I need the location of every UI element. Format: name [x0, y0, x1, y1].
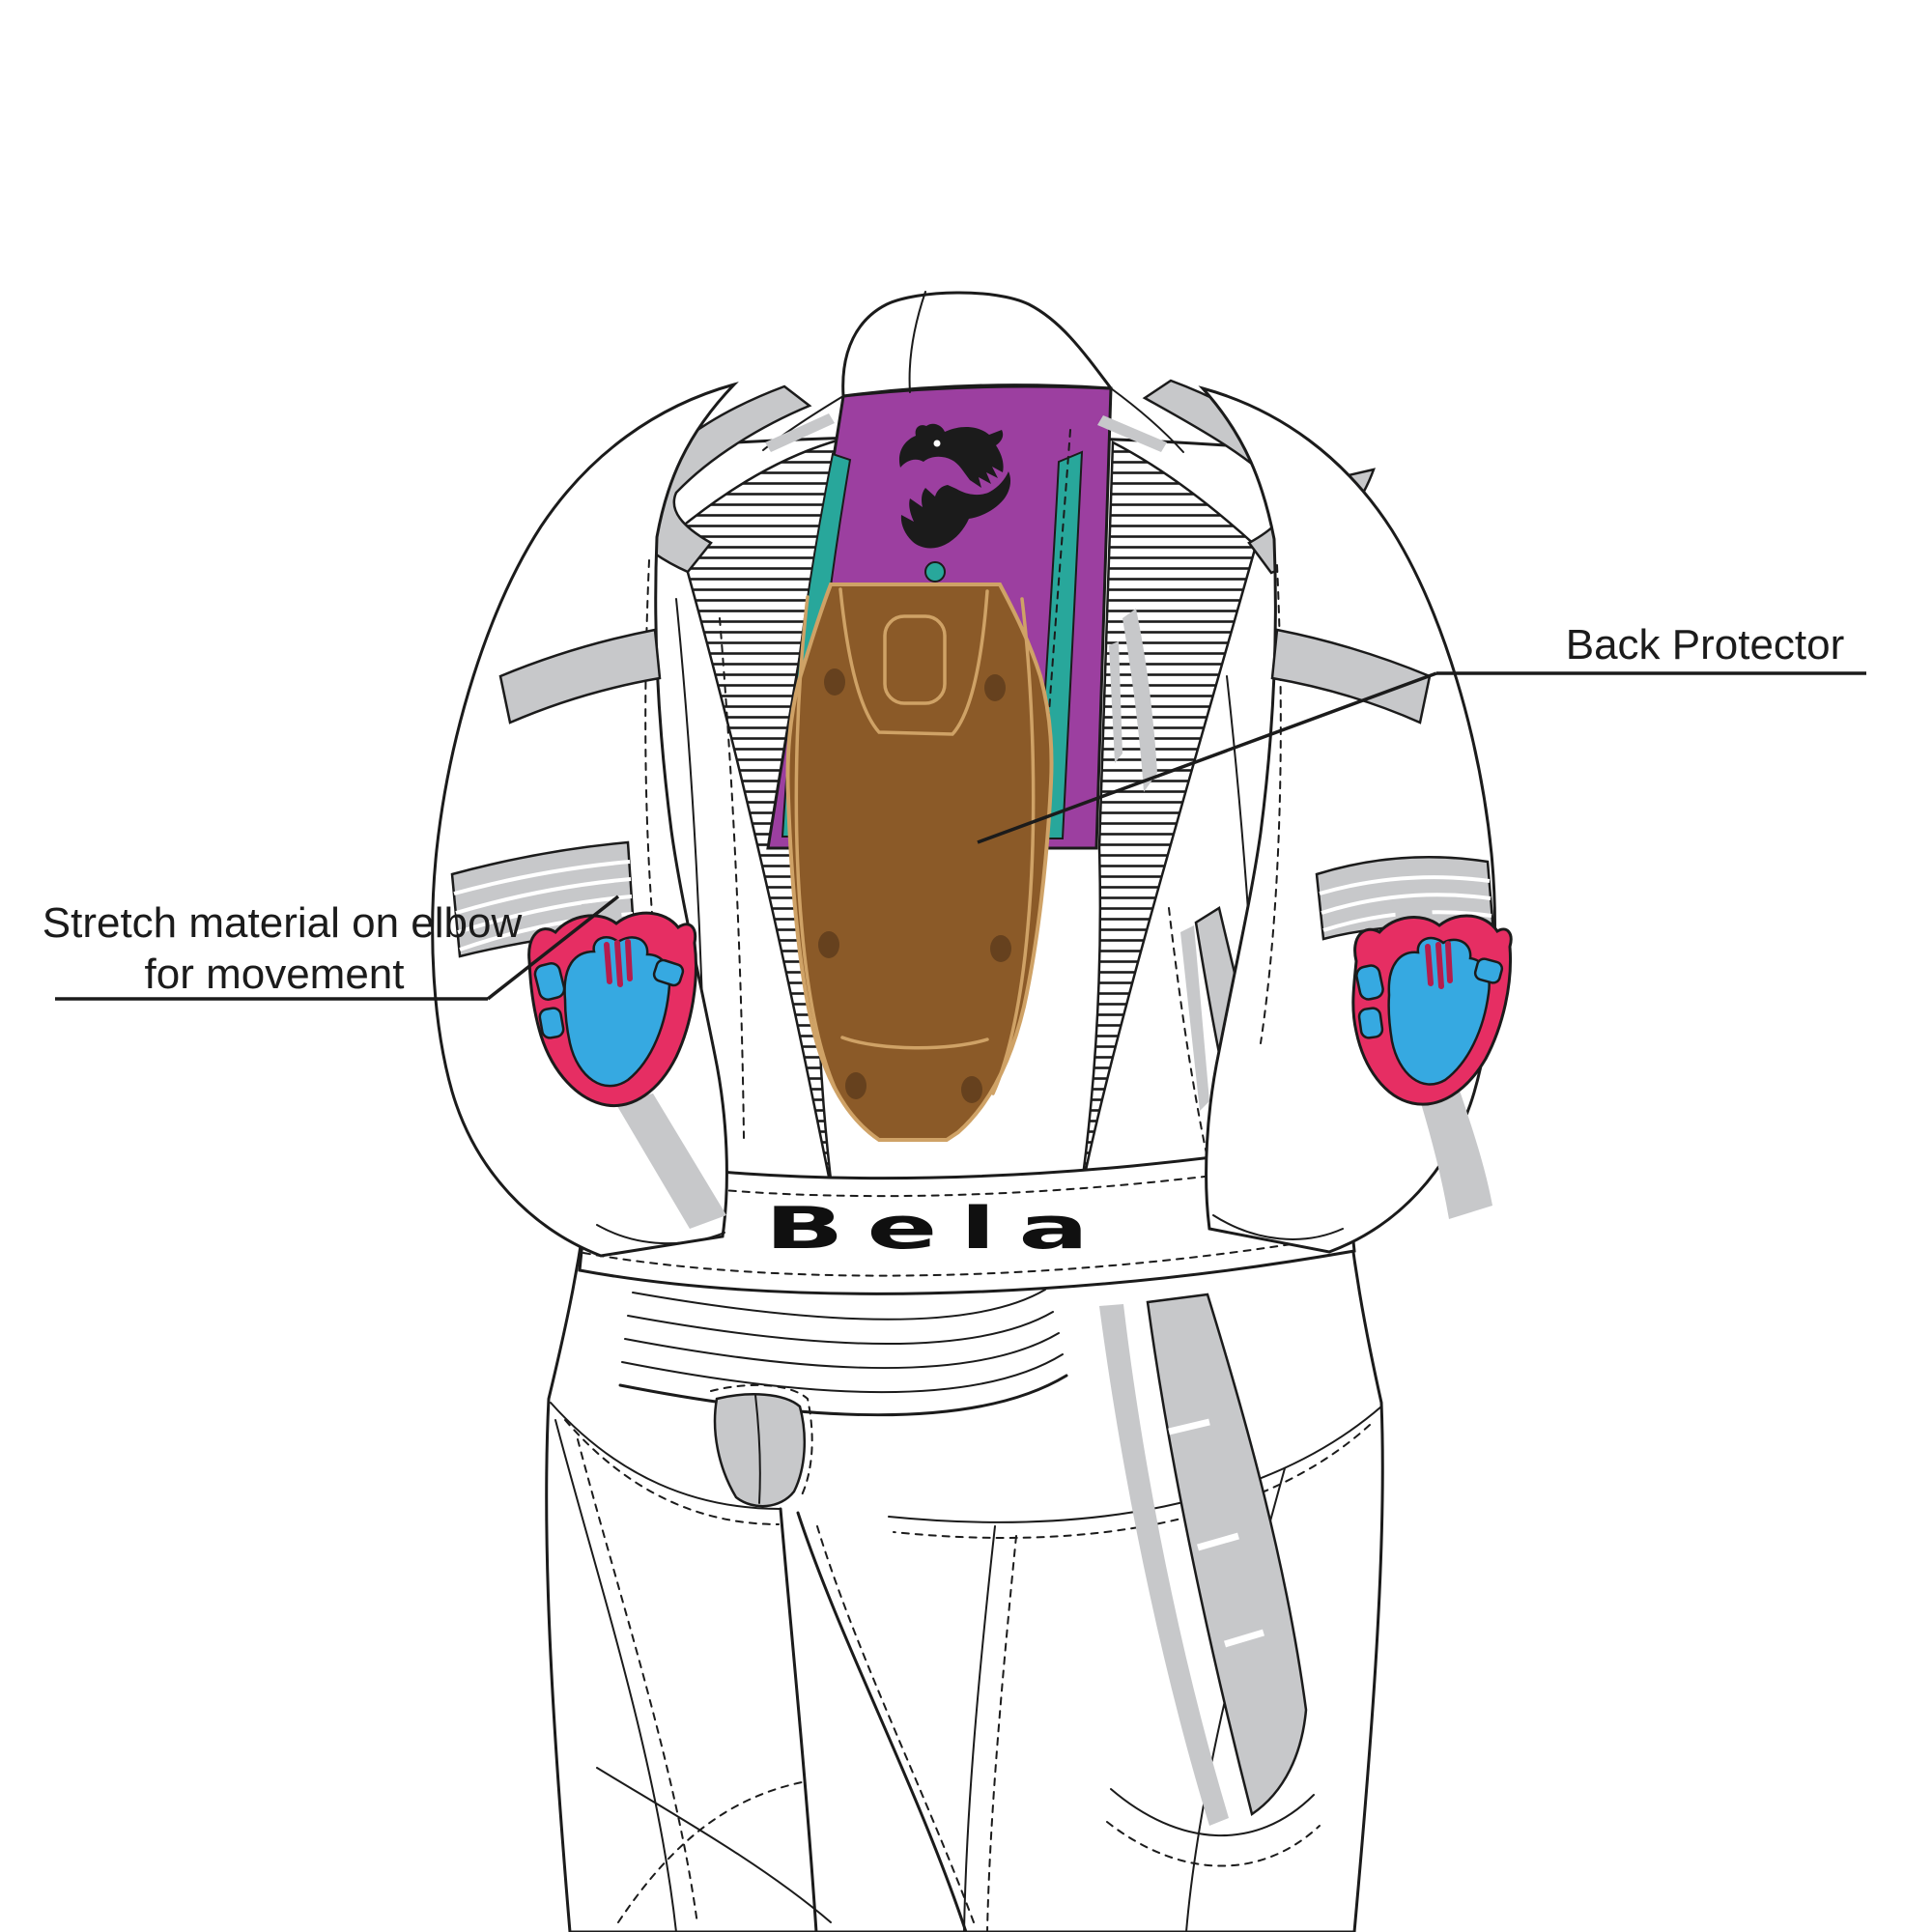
leg-stripe	[1099, 1293, 1321, 1867]
back-protector-label: Back Protector	[1566, 621, 1845, 668]
stretch-elbow-label-line2: for movement	[145, 951, 405, 998]
collar	[841, 291, 1115, 398]
back-protector-shape	[785, 582, 1054, 1142]
annotation-stretch-elbow: Stretch material on elbow for movement	[43, 895, 620, 1001]
roaring-bear-icon	[898, 423, 1011, 549]
protector-rivets	[818, 668, 1011, 1103]
elbow-pad-right	[1351, 914, 1513, 1106]
stretch-elbow-label-line1: Stretch material on elbow	[43, 899, 523, 947]
right-arm	[1198, 385, 1513, 1254]
back-protector-leader-line	[977, 671, 1437, 844]
annotation-back-protector: Back Protector	[977, 621, 1866, 844]
right-arm-band	[1270, 628, 1432, 724]
stretch-elbow-leader-line	[486, 895, 620, 1001]
seat-and-legs	[550, 1293, 1382, 1932]
vent-dot	[924, 561, 946, 582]
shoulder-stretch-panel-right	[1078, 440, 1258, 1199]
left-arm-band	[498, 628, 662, 724]
left-arm	[431, 382, 739, 1258]
elbow-pad-left	[527, 911, 697, 1108]
brand-logo-text: Bela	[764, 1194, 1111, 1262]
waist-pleats	[618, 1289, 1068, 1417]
belt-band: Bela	[578, 1136, 1356, 1295]
shoulder-stretch-panel-left	[674, 438, 842, 1197]
